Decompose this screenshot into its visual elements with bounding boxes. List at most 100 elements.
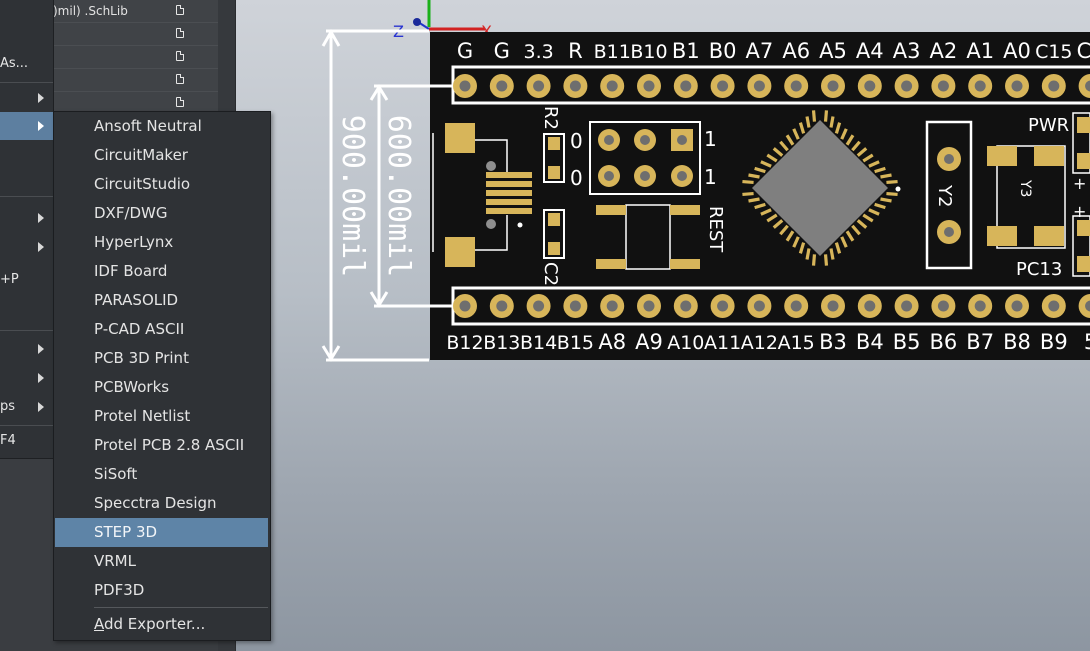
mcu-pin — [834, 122, 842, 134]
mcu-chip — [742, 110, 901, 266]
pin-label: A10 — [667, 332, 704, 354]
pin-label: G — [457, 39, 473, 63]
mcu-pin — [880, 197, 892, 203]
mcu-pin — [840, 128, 848, 140]
menu-item-submenu[interactable]: ps — [0, 393, 53, 421]
mcu-pin — [785, 230, 795, 242]
export-menu-item-label: Protel Netlist — [94, 407, 191, 425]
pin-label: A5 — [819, 39, 847, 63]
reset-switch — [596, 204, 700, 270]
header-pad-hole — [937, 80, 949, 92]
menu-item-submenu[interactable] — [0, 335, 53, 363]
export-menu-item[interactable]: HyperLynx — [55, 228, 268, 257]
pin-label: A9 — [635, 330, 663, 354]
export-menu-item[interactable]: PARASOLID — [55, 286, 268, 315]
header-pad-hole — [864, 80, 876, 92]
export-menu-item-label: Ansoft Neutral — [94, 117, 202, 135]
menu-item-submenu[interactable] — [0, 364, 53, 392]
header-pad-hole — [606, 300, 618, 312]
file-menu: As... +P ps F4 — [0, 0, 54, 459]
mcu-pin — [845, 230, 855, 242]
export-menu-item[interactable]: Protel Netlist — [55, 402, 268, 431]
menu-item-save-as[interactable]: As... — [0, 50, 53, 78]
header-pad-hole — [643, 300, 655, 312]
pin-label: 3.3 — [523, 41, 553, 63]
menu-item-submenu[interactable] — [0, 233, 53, 261]
export-menu-item-label: CircuitStudio — [94, 175, 191, 193]
export-menu-item[interactable]: PCB 3D Print — [55, 344, 268, 373]
file-list-row[interactable] — [53, 23, 218, 46]
header-pad-hole — [569, 80, 581, 92]
mcu-pin — [754, 166, 766, 174]
pin-label: B7 — [966, 330, 994, 354]
pc13-label: PC13 — [1016, 259, 1062, 280]
menu-item-submenu[interactable] — [0, 84, 53, 112]
header-pad-hole — [459, 80, 471, 92]
menu-item-exit[interactable]: F4 — [0, 427, 53, 455]
pin-label: B4 — [856, 330, 884, 354]
export-menu-item[interactable]: PDF3D — [55, 576, 268, 605]
pin-label: B15 — [557, 332, 594, 354]
pin-label: G — [494, 39, 510, 63]
mcu-pin — [845, 134, 855, 146]
menu-item-print[interactable]: +P — [0, 266, 53, 294]
menu-item-submenu[interactable] — [0, 204, 53, 232]
export-menu-item[interactable]: IDF Board — [55, 257, 268, 286]
pin-label: A7 — [746, 39, 774, 63]
pwr-led — [1072, 112, 1090, 174]
jumper-left-label-2: 0 — [570, 166, 583, 190]
pin-label: B9 — [1040, 330, 1068, 354]
dimension-lines — [321, 28, 465, 362]
boot-jumper — [589, 121, 701, 195]
jumper-left-label-1: 0 — [570, 129, 583, 153]
file-list-row[interactable] — [53, 46, 218, 69]
export-menu-item-label: VRML — [94, 552, 136, 570]
mcu-pin — [772, 147, 784, 157]
export-menu-item[interactable]: CircuitMaker — [55, 141, 268, 170]
export-menu-item[interactable]: Protel PCB 2.8 ASCII — [55, 431, 268, 460]
export-menu-item[interactable]: SiSoft — [55, 460, 268, 489]
export-menu-item-label: IDF Board — [94, 262, 168, 280]
export-menu-item[interactable]: P-CAD ASCII — [55, 315, 268, 344]
pin-label: A3 — [893, 39, 921, 63]
header-pad-hole — [974, 300, 986, 312]
menu-item-export[interactable] — [0, 112, 53, 140]
pin-label: A15 — [778, 332, 815, 354]
mcu-pin — [862, 153, 874, 163]
pin-label: B13 — [483, 332, 520, 354]
document-icon — [176, 28, 184, 38]
header-pad-hole — [717, 80, 729, 92]
mcu-pin — [798, 242, 806, 254]
export-menu-item[interactable]: STEP 3D — [55, 518, 268, 547]
export-menu-item[interactable]: PCBWorks — [55, 373, 268, 402]
top-pin-labels: GG3.3RB11B10B1B0A7A6A5A4A3A2A1A0C15C1 — [457, 39, 1090, 63]
pin-label: R — [568, 39, 583, 63]
pin-label: A11 — [704, 332, 741, 354]
export-menu-item[interactable]: VRML — [55, 547, 268, 576]
header-pad-hole — [496, 300, 508, 312]
export-menu-item[interactable]: DXF/DWG — [55, 199, 268, 228]
header-pad-hole — [1011, 80, 1023, 92]
mcu-pin — [760, 160, 772, 168]
header-pad-hole — [753, 80, 765, 92]
mcu-pin — [779, 224, 789, 236]
export-menu-item[interactable]: Specctra Design — [55, 489, 268, 518]
export-menu-item[interactable]: Ansoft Neutral — [55, 112, 268, 141]
header-pad — [1078, 74, 1090, 98]
jumper-right-label-1: 1 — [704, 127, 717, 151]
mcu-pin — [886, 179, 898, 185]
add-exporter-menu-item[interactable]: Add Exporter... — [55, 610, 268, 639]
header-pad-hole — [1048, 80, 1060, 92]
add-exporter-label: Add Exporter... — [94, 615, 206, 633]
top-header-pads — [453, 74, 1090, 98]
file-list-row[interactable]: )mil) .SchLib — [53, 0, 218, 23]
mcu-pin — [856, 147, 868, 157]
top-header-outline — [451, 65, 1090, 105]
c2-capacitor — [543, 209, 565, 259]
pin-label: A2 — [930, 39, 958, 63]
pin-label: C15 — [1035, 41, 1072, 63]
file-list-row[interactable] — [53, 69, 218, 92]
export-menu-item[interactable]: CircuitStudio — [55, 170, 268, 199]
